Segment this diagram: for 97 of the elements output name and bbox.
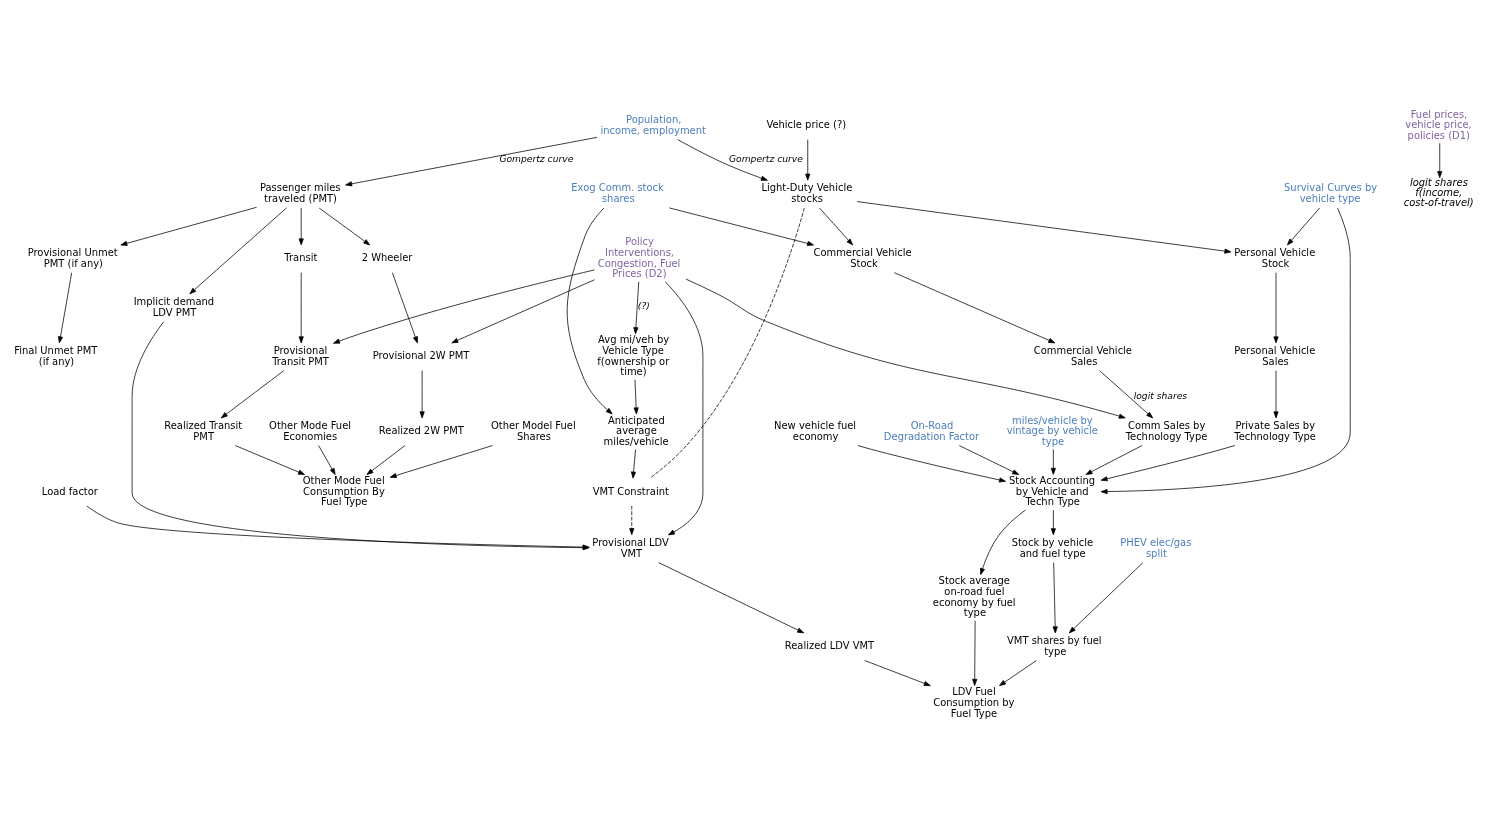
arrow	[631, 448, 637, 479]
arrow	[234, 444, 305, 475]
arrow	[1052, 561, 1058, 633]
arrow	[366, 444, 406, 475]
node-text: 2 Wheeler	[361, 251, 413, 263]
arrow	[131, 320, 590, 550]
node-text: Light-Duty Vehicle stocks	[761, 181, 853, 204]
node-text: Exog Comm. stock shares	[571, 181, 664, 204]
node-text: miles/vehicle by vintage by vehicle type	[1006, 414, 1098, 447]
arrow	[419, 369, 425, 418]
node-text: Load factor	[41, 485, 98, 497]
arrow	[566, 207, 613, 414]
node-text: LDV Fuel Consumption by Fuel Type	[933, 685, 1015, 719]
arrow	[1099, 369, 1154, 418]
node-text: Stock by vehicle and fuel type	[1011, 536, 1094, 559]
node-text: Other Mode Fuel Consumption By Fuel Type	[302, 474, 385, 507]
arrow	[189, 207, 287, 294]
node-text: VMT Constraint	[592, 485, 669, 497]
node-text: logit shares f(income, cost-of-travel)	[1403, 176, 1474, 208]
node-text: Anticipated average miles/vehicle	[603, 414, 669, 447]
arrow	[857, 444, 1006, 482]
node-text: Survival Curves by vehicle type	[1284, 181, 1378, 204]
arrow	[658, 561, 805, 633]
arrow	[120, 206, 257, 246]
node-text: Realized 2W PMT	[378, 424, 464, 436]
node-text: Stock Accounting by Vehicle and Techn Type	[1008, 474, 1096, 507]
node-text: Implicit demand LDV PMT	[133, 295, 215, 318]
node-text: Avg mi/veh by Vehicle Type f(ownership or time)	[597, 333, 670, 377]
arrow	[298, 207, 304, 245]
node-text: Other Model Fuel Shares	[490, 419, 576, 442]
arrow	[856, 200, 1232, 254]
arrow	[451, 278, 595, 343]
arrow	[389, 444, 493, 478]
edge-label: Gompertz curve	[499, 152, 574, 164]
node-text: Personal Vehicle Sales	[1234, 344, 1316, 367]
arrow	[980, 509, 1026, 575]
edge-label: logit shares	[1133, 389, 1188, 401]
arrow	[1273, 271, 1279, 343]
arrow	[318, 444, 336, 475]
node-text: Private Sales by Technology Type	[1234, 419, 1316, 442]
arrow	[1068, 561, 1144, 633]
node-text: Vehicle price (?)	[766, 118, 847, 130]
arrow	[668, 207, 814, 246]
arrow	[318, 207, 371, 245]
arrow	[819, 207, 854, 245]
arrow	[220, 369, 285, 418]
node-text: Passenger miles traveled (PMT)	[259, 181, 341, 204]
node-text: Provisional LDV VMT	[592, 536, 669, 559]
arrow	[972, 619, 978, 686]
node-text: Commercial Vehicle Sales	[1033, 344, 1132, 367]
arrow	[629, 505, 635, 535]
node-text: Fuel prices, vehicle price, policies (D1)	[1405, 108, 1472, 141]
node-text: Provisional Unmet PMT (if any)	[27, 246, 118, 269]
node-text: Provisional Transit PMT	[272, 344, 329, 367]
node-text: On-Road Degradation Factor	[883, 419, 980, 442]
arrow	[392, 271, 418, 343]
arrow	[1050, 448, 1056, 475]
edge-label: Gompertz curve	[728, 152, 803, 164]
arrow	[864, 659, 931, 686]
connector	[649, 207, 805, 479]
arrow	[57, 271, 73, 343]
node-text: VMT shares by fuel type	[1007, 634, 1102, 657]
arrow	[1085, 444, 1143, 475]
node-text: Comm Sales by Technology Type	[1125, 419, 1208, 442]
arrow	[805, 138, 811, 181]
node-text: Policy Interventions, Congestion, Fuel Prices (D2)	[597, 235, 681, 279]
node-text: Realized Transit PMT	[164, 419, 243, 442]
arrow	[345, 136, 598, 186]
arrow	[633, 378, 639, 414]
node-text: Population, income, employment	[600, 113, 706, 136]
arrow	[664, 281, 704, 535]
arrow	[1287, 207, 1321, 245]
node-text: New vehicle fuel economy	[774, 419, 857, 442]
node-text: Stock average on-road fuel economy by fuel type	[932, 574, 1016, 618]
edge-label: (?)	[637, 299, 650, 311]
arrow	[298, 271, 304, 343]
arrow	[633, 281, 640, 334]
node-text: Other Mode Fuel Economies	[269, 419, 352, 442]
arrow	[333, 269, 595, 344]
node-text: PHEV elec/gas split	[1120, 536, 1192, 559]
node-text: Transit	[284, 251, 318, 263]
node-text: Commercial Vehicle Stock	[813, 246, 912, 269]
node-text: Final Unmet PMT (if any)	[14, 344, 98, 367]
node-text: Provisional 2W PMT	[372, 349, 470, 361]
arrow	[685, 278, 1126, 419]
node-text: Personal Vehicle Stock	[1234, 246, 1316, 269]
arrow	[1273, 369, 1279, 418]
arrow	[86, 505, 590, 550]
arrow	[1050, 509, 1056, 535]
arrow	[677, 138, 768, 181]
arrow	[999, 659, 1037, 686]
arrow	[958, 444, 1020, 475]
node-text: Realized LDV VMT	[784, 639, 875, 651]
arrow	[1100, 207, 1351, 494]
arrow	[1437, 142, 1443, 178]
arrow	[1100, 444, 1236, 481]
arrow	[893, 271, 1056, 343]
